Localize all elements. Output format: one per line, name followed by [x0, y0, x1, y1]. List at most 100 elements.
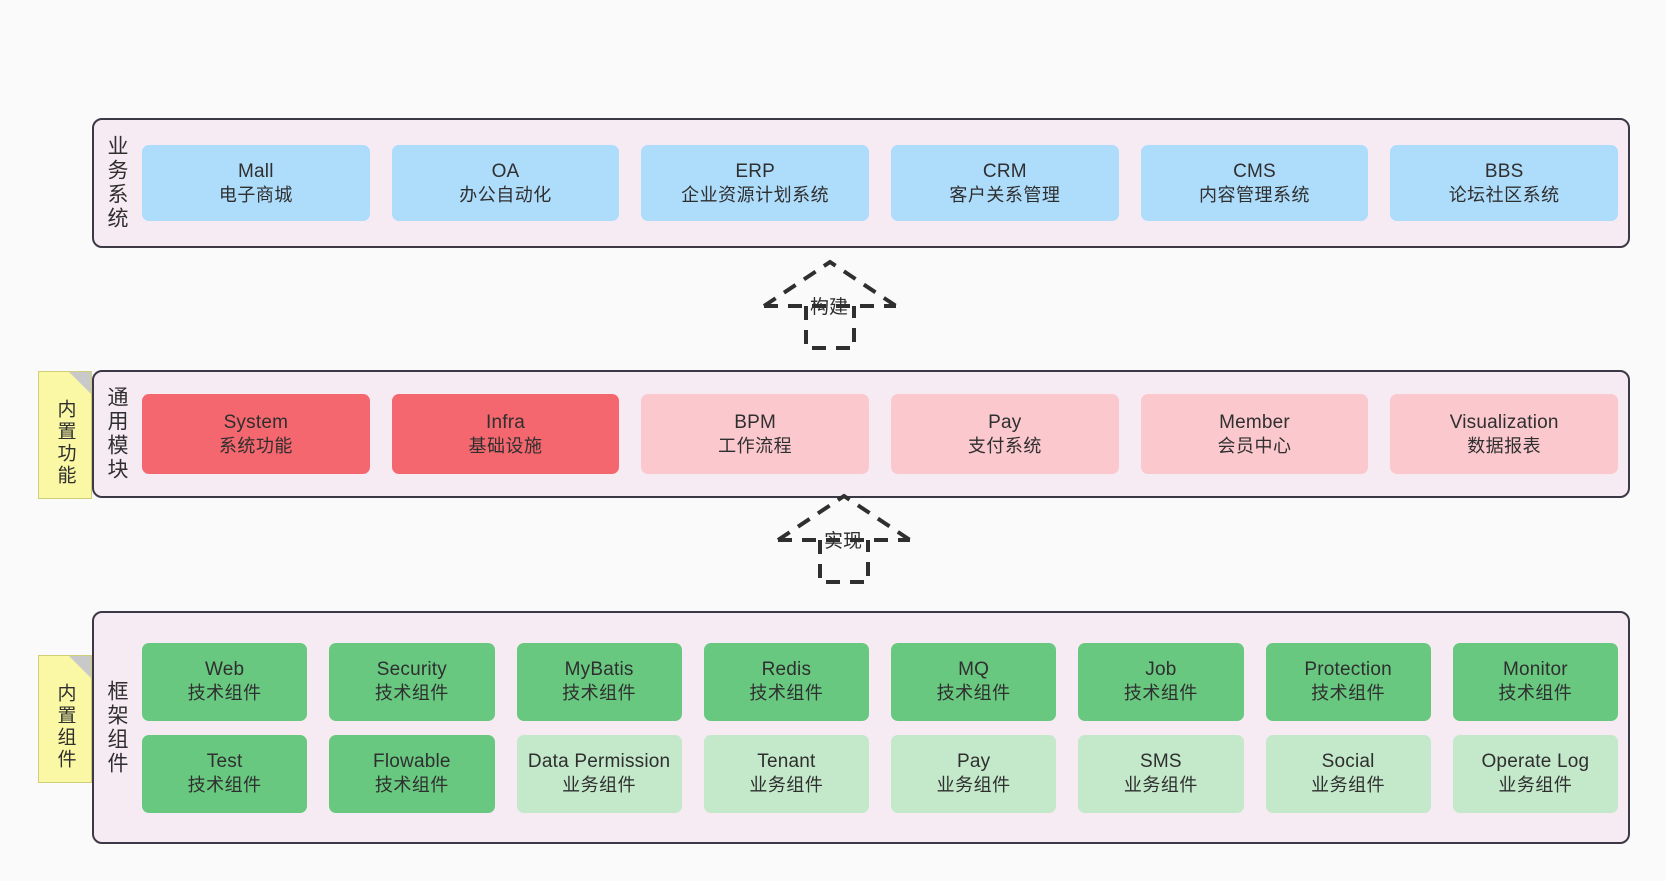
node-title: Mall — [238, 160, 274, 182]
node-subtitle: 工作流程 — [718, 435, 793, 456]
node-subtitle: 内容管理系统 — [1199, 184, 1311, 205]
node-subtitle: 电子商城 — [218, 184, 293, 205]
node-title: Operate Log — [1481, 751, 1590, 773]
node-title: MyBatis — [564, 659, 634, 681]
node-title: BBS — [1484, 160, 1524, 182]
node-subtitle: 基础设施 — [468, 435, 543, 456]
node-title: OA — [491, 160, 520, 182]
node-subtitle: 企业资源计划系统 — [681, 184, 830, 205]
node-title: CRM — [982, 160, 1027, 182]
node-subtitle: 技术组件 — [374, 775, 449, 796]
node-title: Data Permission — [527, 751, 671, 773]
node-subtitle: 技术组件 — [374, 683, 449, 704]
node-title: Pay — [988, 411, 1022, 433]
node-title: System — [223, 411, 289, 433]
node-title: Pay — [956, 751, 991, 773]
node-title: SMS — [1139, 751, 1182, 773]
node-title: Social — [1321, 751, 1375, 773]
node-subtitle: 系统功能 — [218, 435, 293, 456]
node-subtitle: 业务组件 — [562, 775, 637, 796]
node-title: Protection — [1304, 659, 1392, 681]
node-subtitle: 客户关系管理 — [949, 184, 1061, 205]
node-title: Infra — [485, 411, 526, 433]
node-subtitle: 业务组件 — [1498, 775, 1573, 796]
node-title: Monitor — [1502, 659, 1568, 681]
build-arrow — [762, 259, 898, 350]
implement-arrow-label: 实现 — [824, 531, 863, 552]
node-subtitle: 技术组件 — [1498, 683, 1573, 704]
node-subtitle: 技术组件 — [187, 775, 262, 796]
node-title: Redis — [761, 659, 812, 681]
layer-framework-label: 框架组件 — [105, 679, 128, 776]
node-title: Member — [1219, 411, 1290, 433]
node-subtitle: 数据报表 — [1467, 435, 1542, 456]
node-subtitle: 技术组件 — [1123, 683, 1198, 704]
node-subtitle: 技术组件 — [936, 683, 1011, 704]
implement-arrow — [776, 493, 912, 584]
node-title: Web — [204, 659, 245, 681]
node-title: Job — [1145, 659, 1177, 681]
layer-business-label: 业务系统 — [105, 135, 128, 231]
node-title: Tenant — [757, 751, 816, 773]
node-title: CMS — [1233, 160, 1276, 182]
node-subtitle: 技术组件 — [749, 683, 824, 704]
node-title: Security — [376, 659, 447, 681]
node-subtitle: 支付系统 — [967, 435, 1042, 456]
node-title: Visualization — [1449, 411, 1559, 433]
note-builtin-features: 内置功能 — [38, 371, 92, 499]
node-subtitle: 办公自动化 — [459, 184, 552, 205]
node-subtitle: 会员中心 — [1217, 435, 1292, 456]
node-subtitle: 业务组件 — [1123, 775, 1198, 796]
node-subtitle: 业务组件 — [936, 775, 1011, 796]
node-subtitle: 论坛社区系统 — [1448, 184, 1560, 205]
node-subtitle: 技术组件 — [1311, 683, 1386, 704]
node-subtitle: 技术组件 — [187, 683, 262, 704]
note-builtin-components: 内置组件 — [38, 655, 92, 783]
node-title: BPM — [734, 411, 777, 433]
node-subtitle: 技术组件 — [562, 683, 637, 704]
node-title: Test — [206, 751, 243, 773]
layer-modules-label: 通用模块 — [105, 386, 128, 482]
node-title: ERP — [735, 160, 776, 182]
node-title: MQ — [958, 659, 990, 681]
node-subtitle: 业务组件 — [749, 775, 824, 796]
